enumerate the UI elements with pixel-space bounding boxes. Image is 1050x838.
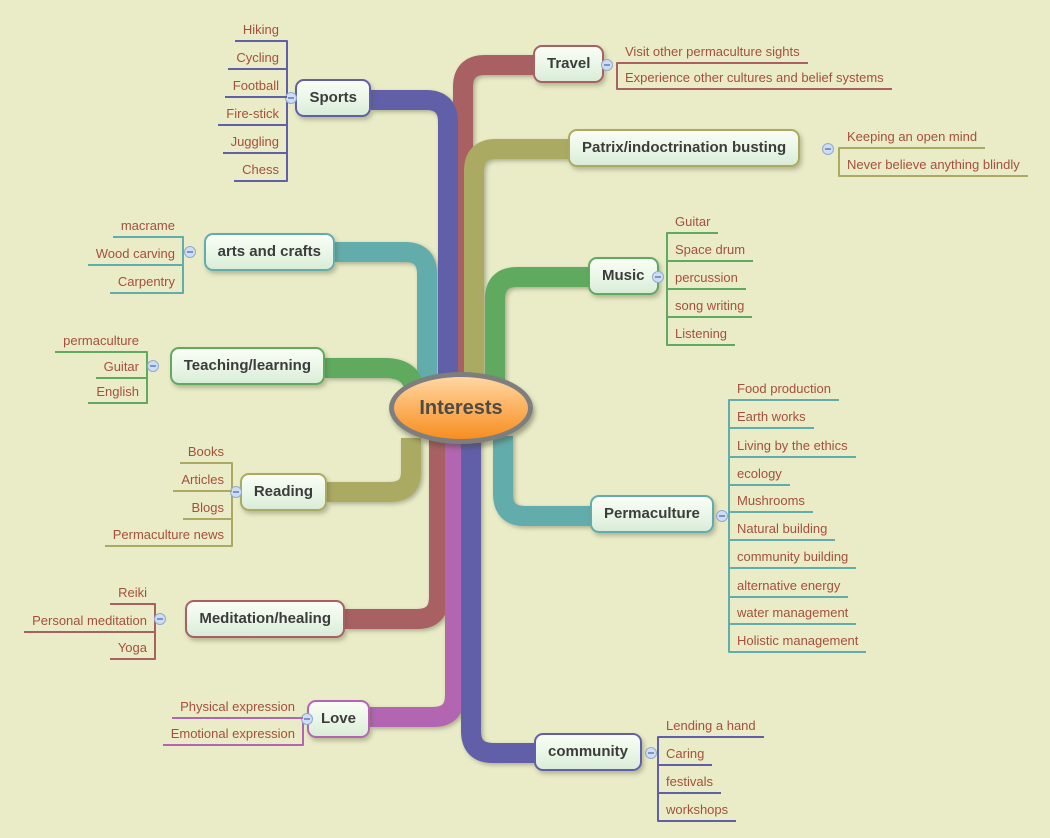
subtopic-books[interactable]: Books: [179, 442, 232, 464]
branch-travel-trunk: [453, 55, 533, 382]
minus-icon: [655, 276, 661, 278]
branch-reading-trunk: [327, 438, 421, 502]
subtopic-ecology[interactable]: ecology: [729, 464, 790, 486]
minus-icon: [150, 365, 156, 367]
topic-love[interactable]: Love: [306, 700, 370, 738]
branch-sports-trunk: [371, 90, 458, 382]
minus-icon: [604, 64, 610, 66]
topic-community[interactable]: community: [534, 733, 643, 771]
subtopic-space-drum[interactable]: Space drum: [667, 240, 754, 262]
subtopic-reiki[interactable]: Reiki: [110, 583, 155, 605]
subtopic-personal-meditation[interactable]: Personal meditation: [24, 611, 155, 633]
subtopic-food-production[interactable]: Food production: [729, 379, 839, 401]
subtopic-fire-stick[interactable]: Fire-stick: [218, 104, 287, 126]
subtopic-chess[interactable]: Chess: [234, 160, 287, 182]
branch-permaculture-trunk: [493, 436, 590, 526]
subtopic-natural-building[interactable]: Natural building: [729, 519, 836, 541]
subtopic-articles[interactable]: Articles: [173, 470, 232, 492]
central-topic[interactable]: Interests: [389, 372, 533, 444]
topic-meditation-healing[interactable]: Meditation/healing: [185, 600, 345, 638]
subtopic-lending-a-hand[interactable]: Lending a hand: [658, 716, 764, 738]
subtopic-cycling[interactable]: Cycling: [228, 48, 287, 70]
subtopic-hiking[interactable]: Hiking: [234, 20, 287, 42]
minus-icon: [648, 752, 654, 754]
minus-icon: [157, 618, 163, 620]
collapse-button-reading[interactable]: [230, 486, 242, 498]
branch-meditation-trunk: [345, 436, 449, 629]
subtopic-visit-sights[interactable]: Visit other permaculture sights: [617, 42, 808, 64]
collapse-button-patrix[interactable]: [822, 143, 834, 155]
subtopic-mushrooms[interactable]: Mushrooms: [729, 491, 813, 513]
topic-music[interactable]: Music: [588, 257, 659, 295]
subtopic-wood-carving[interactable]: Wood carving: [87, 244, 183, 266]
central-topic-label: Interests: [419, 396, 503, 419]
subtopic-permaculture-teaching[interactable]: permaculture: [55, 331, 147, 353]
subtopic-community-building[interactable]: community building: [729, 547, 857, 569]
subtopic-earth-works[interactable]: Earth works: [729, 407, 814, 429]
branch-community-trunk: [461, 436, 534, 763]
subtopic-caring[interactable]: Caring: [658, 744, 713, 766]
subtopic-living-by-ethics[interactable]: Living by the ethics: [729, 436, 856, 458]
collapse-button-community[interactable]: [645, 747, 657, 759]
minus-icon: [719, 515, 725, 517]
minus-icon: [304, 718, 310, 720]
collapse-button-permaculture[interactable]: [716, 510, 728, 522]
subtopic-percussion[interactable]: percussion: [667, 268, 746, 290]
collapse-button-sports[interactable]: [285, 92, 297, 104]
subtopic-never-believe[interactable]: Never believe anything blindly: [839, 155, 1028, 177]
topic-travel[interactable]: Travel: [533, 45, 605, 83]
collapse-button-music[interactable]: [652, 271, 664, 283]
subtopic-macrame[interactable]: macrame: [112, 216, 183, 238]
topic-teaching-learning[interactable]: Teaching/learning: [169, 347, 325, 385]
subtopic-blogs[interactable]: Blogs: [183, 498, 232, 520]
topic-reading[interactable]: Reading: [239, 473, 327, 511]
subtopic-guitar-music[interactable]: Guitar: [667, 212, 719, 234]
subtopic-festivals[interactable]: festivals: [658, 772, 721, 794]
collapse-button-meditation[interactable]: [154, 613, 166, 625]
subtopic-experience-cultures[interactable]: Experience other cultures and belief sys…: [617, 68, 892, 90]
subtopic-carpentry[interactable]: Carpentry: [109, 272, 183, 294]
subtopic-workshops[interactable]: workshops: [658, 800, 737, 822]
topic-patrix[interactable]: Patrix/indoctrination busting: [568, 129, 801, 167]
subtopic-football[interactable]: Football: [224, 76, 287, 98]
subtopic-guitar-teaching[interactable]: Guitar: [95, 357, 147, 379]
collapse-button-teaching[interactable]: [147, 360, 159, 372]
minus-icon: [233, 491, 239, 493]
minus-icon: [187, 251, 193, 253]
subtopic-emotional-expression[interactable]: Emotional expression: [162, 724, 303, 746]
branch-music-trunk: [485, 267, 588, 390]
topic-sports[interactable]: Sports: [295, 79, 371, 117]
collapse-button-love[interactable]: [301, 713, 313, 725]
subtopic-water-management[interactable]: water management: [729, 603, 857, 625]
subtopic-english[interactable]: English: [88, 382, 147, 404]
topic-permaculture[interactable]: Permaculture: [590, 495, 714, 533]
branch-patrix-trunk: [464, 139, 568, 384]
subtopic-physical-expression[interactable]: Physical expression: [172, 697, 303, 719]
subtopic-alternative-energy[interactable]: alternative energy: [729, 576, 849, 598]
minus-icon: [825, 148, 831, 150]
subtopic-open-mind[interactable]: Keeping an open mind: [839, 127, 986, 149]
subtopic-listening[interactable]: Listening: [667, 324, 736, 346]
subtopic-permaculture-news[interactable]: Permaculture news: [104, 525, 232, 547]
topic-arts-and-crafts[interactable]: arts and crafts: [203, 233, 335, 271]
minus-icon: [288, 97, 294, 99]
collapse-button-arts[interactable]: [184, 246, 196, 258]
subtopic-yoga[interactable]: Yoga: [109, 638, 155, 660]
branch-arts-trunk: [335, 242, 437, 388]
branch-love-trunk: [370, 436, 465, 727]
subtopic-juggling[interactable]: Juggling: [222, 132, 287, 154]
collapse-button-travel[interactable]: [601, 59, 613, 71]
subtopic-song-writing[interactable]: song writing: [667, 296, 753, 318]
subtopic-holistic-management[interactable]: Holistic management: [729, 631, 867, 653]
